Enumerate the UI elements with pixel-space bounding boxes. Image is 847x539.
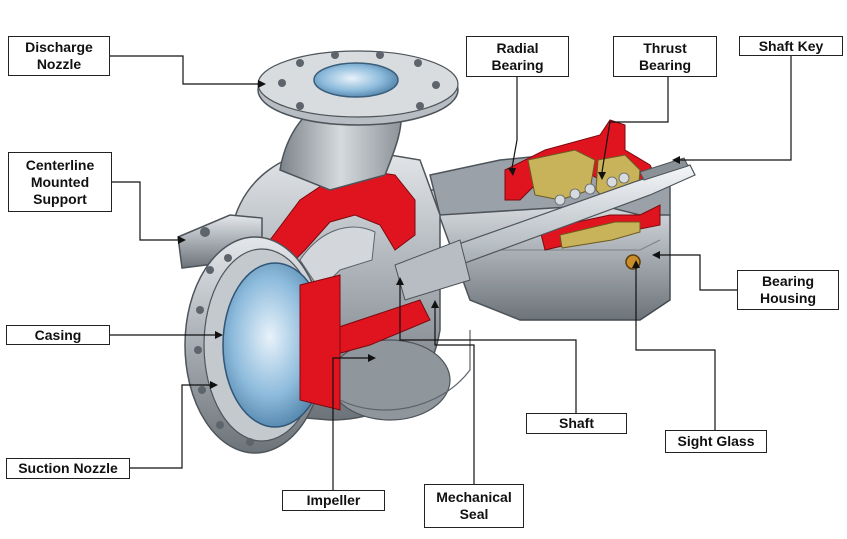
label-centerline-mounted-support: Centerline Mounted Support	[8, 152, 112, 212]
mechanical-seal-shape	[394, 239, 471, 301]
impeller-shape	[299, 226, 376, 291]
label-casing: Casing	[6, 325, 110, 345]
leader-lines	[110, 55, 792, 490]
label-shaft-key: Shaft Key	[739, 36, 843, 56]
label-sight-glass: Sight Glass	[665, 430, 767, 453]
label-shaft: Shaft	[526, 413, 627, 434]
label-radial-bearing: Radial Bearing	[466, 36, 569, 77]
label-impeller: Impeller	[282, 490, 385, 511]
label-thrust-bearing: Thrust Bearing	[613, 36, 717, 77]
leader-arrowheads	[178, 80, 680, 389]
suction-flange-shape	[184, 236, 341, 454]
discharge-nozzle-shape	[257, 50, 459, 191]
label-mechanical-seal: Mechanical Seal	[424, 484, 524, 528]
label-discharge-nozzle: Discharge Nozzle	[8, 36, 110, 76]
label-bearing-housing: Bearing Housing	[737, 270, 839, 310]
label-suction-nozzle: Suction Nozzle	[6, 458, 130, 479]
